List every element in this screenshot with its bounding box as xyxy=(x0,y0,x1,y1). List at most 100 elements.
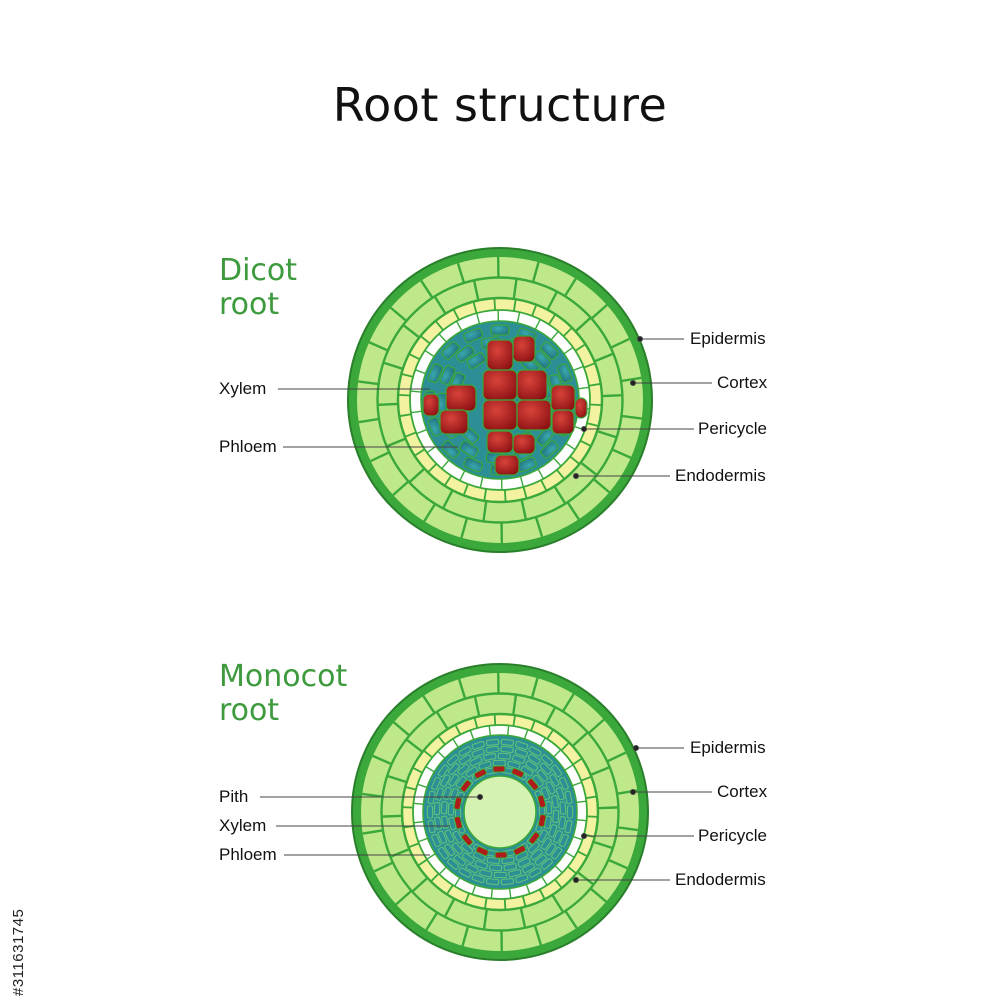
monocot-vascular-cell xyxy=(440,801,448,815)
dicot-cortex-cell-wall xyxy=(590,304,608,320)
monocot-cortex-cell-wall xyxy=(389,847,410,858)
monocot-vascular-cell xyxy=(486,856,501,865)
monocot-vascular-cell xyxy=(444,829,455,843)
dicot-xylem-cell xyxy=(516,399,552,431)
dicot-cortex-cell-wall xyxy=(620,376,642,383)
dicot-cortex-cell-wall xyxy=(563,278,577,297)
monocot-endodermis-cell-wall xyxy=(464,892,470,904)
monocot-vascular-cell xyxy=(465,863,479,874)
monocot-pericycle-cell-wall xyxy=(425,766,435,773)
monocot-endodermis-dot xyxy=(573,877,579,883)
monocot-vascular-cell xyxy=(461,852,475,864)
monocot-xylem-cell xyxy=(453,796,463,811)
monocot-epidermis-dot xyxy=(633,745,639,751)
dicot-endodermis-cells xyxy=(398,298,602,502)
dicot-xylem-cell xyxy=(486,430,514,454)
monocot-cortex-cell-wall xyxy=(544,706,557,726)
monocot-vascular-cell xyxy=(521,863,536,874)
dicot-endodermis-cell-wall xyxy=(540,479,548,492)
monocot-endodermis-cell-wall xyxy=(446,884,454,895)
monocot-vascular-cell xyxy=(539,762,552,775)
monocot-endodermis-cells xyxy=(402,714,598,910)
dicot-endodermis-cell-wall xyxy=(562,327,573,337)
dicot-cortex-cell-wall xyxy=(389,306,408,322)
dicot-endodermis-cell-wall xyxy=(401,372,414,378)
monocot-vascular-cell xyxy=(564,819,573,834)
monocot-cortex-cell-wall xyxy=(607,858,628,870)
monocot-vascular-cell xyxy=(448,762,460,776)
dicot-phloem-cell xyxy=(556,363,573,384)
monocot-endodermis-cell-wall xyxy=(412,766,423,774)
monocot-vascular-cell xyxy=(471,748,485,758)
monocot-cortex-cell-wall xyxy=(386,774,408,784)
dicot-cortex-dot xyxy=(630,380,636,386)
dicot-xylem-cell xyxy=(482,399,518,431)
dicot-endodermis-cell-wall xyxy=(434,320,444,331)
dicot-cortex-cell-mid-wall xyxy=(376,276,624,524)
monocot-pericycle-cell-wall xyxy=(572,835,583,841)
monocot-vascular-cell xyxy=(437,830,448,844)
stock-id-watermark: #311631745 xyxy=(8,770,30,1000)
dicot-pericycle-cell-wall xyxy=(416,428,427,435)
dicot-endodermis-cell-wall xyxy=(531,304,538,317)
dicot-phloem-cell xyxy=(427,363,444,384)
monocot-vascular-cell xyxy=(545,843,557,856)
monocot-vascular-cell xyxy=(469,756,483,767)
monocot-cortex-cell-wall xyxy=(461,925,470,947)
monocot-pericycle-cell-wall xyxy=(469,729,475,740)
monocot-vascular-cell xyxy=(433,802,441,816)
dicot-pericycle-cell-wall xyxy=(578,386,590,390)
dicot-cortex-cell-wall xyxy=(520,499,528,520)
monocot-pericycle-cell-wall xyxy=(417,783,428,789)
monocot-cortex-cell-wall xyxy=(606,751,627,763)
dicot-cortex-cell-wall xyxy=(358,417,380,424)
monocot-vascular-cell xyxy=(534,854,547,866)
dicot-endodermis-cell-wall xyxy=(589,403,602,406)
monocot-label-pericycle: Pericycle xyxy=(698,826,767,845)
monocot-cortex-cell-wall xyxy=(617,826,638,832)
monocot-vascular-cell xyxy=(471,874,486,884)
monocot-vascular-cell xyxy=(514,748,528,758)
dicot-cortex-cell-wall xyxy=(358,380,379,386)
dicot-cortex-cell-wall xyxy=(472,280,480,301)
monocot-xylem-cell xyxy=(492,765,506,773)
dicot-label-pericycle: Pericycle xyxy=(698,419,767,438)
monocot-section-title: Monocot root xyxy=(219,660,347,728)
monocot-vascular-cell xyxy=(486,738,500,746)
monocot-xylem-cell xyxy=(537,813,547,828)
monocot-cortex-cell-wall xyxy=(587,718,605,735)
monocot-cortex-cell-wall xyxy=(381,814,403,818)
dicot-endodermis-cell-wall xyxy=(579,439,592,447)
monocot-cortex-cell-wall xyxy=(457,678,467,700)
monocot-cortex-cell-wall xyxy=(571,731,589,748)
dicot-cortex-cell-wall xyxy=(553,485,567,505)
monocot-pericycle-cell-wall xyxy=(438,866,447,875)
dicot-pericycle-cell-wall xyxy=(534,319,541,330)
monocot-xylem-cell xyxy=(527,778,539,791)
monocot-pericycle-cell-wall xyxy=(413,802,424,806)
monocot-endodermis-cell-wall xyxy=(402,806,414,809)
dicot-endodermis-dot xyxy=(573,473,579,479)
monocot-cortex-cell-wall xyxy=(519,907,527,929)
monocot-vascular-cell xyxy=(520,765,534,777)
monocot-xylem-cell xyxy=(475,846,489,857)
dicot-pericycle-cell-wall xyxy=(537,468,545,480)
dicot-pericycle-cell-wall xyxy=(550,330,559,341)
dicot-endodermis-cell-wall xyxy=(443,475,452,487)
monocot-endodermis-cell-wall xyxy=(572,757,583,766)
dicot-pericycle-cell-wall xyxy=(479,476,484,488)
dicot-cortex-cell-wall xyxy=(534,516,544,538)
dicot-label-cortex: Cortex xyxy=(717,373,768,392)
monocot-vascular-cell xyxy=(451,842,464,855)
dicot-endodermis-cell-wall xyxy=(472,301,478,314)
monocot-endodermis-cell-wall xyxy=(586,815,598,818)
dicot-phloem-cell xyxy=(441,440,460,459)
monocot-cortex-cell-wall xyxy=(435,711,449,730)
dicot-pericycle-cell-wall xyxy=(516,312,521,324)
monocot-vascular-cell xyxy=(501,856,515,865)
monocot-pericycle-cell-wall xyxy=(471,884,477,895)
monocot-endodermis-cell-wall xyxy=(405,785,417,791)
monocot-pericycle-cell-wall xyxy=(508,888,512,899)
monocot-xylem-cell xyxy=(460,779,472,793)
dicot-cortex-cell-wall xyxy=(574,316,592,333)
